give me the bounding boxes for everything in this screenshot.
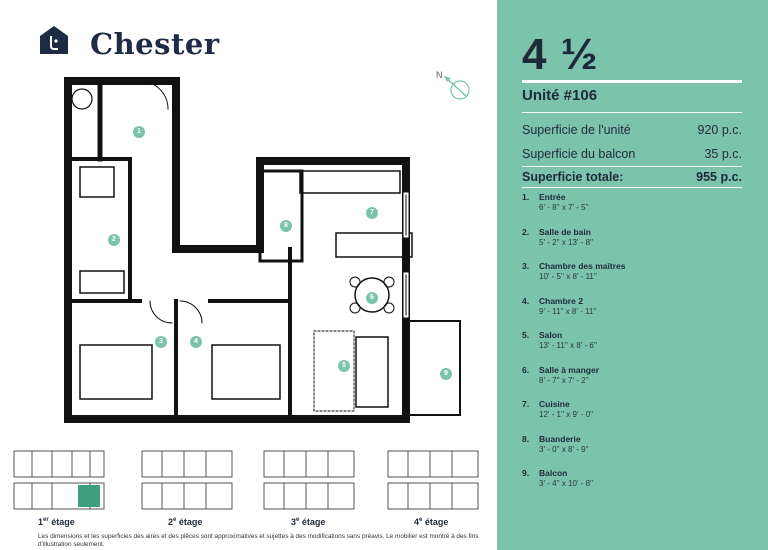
floor-label-4: 4e étage (414, 517, 449, 527)
unit-number-divider (522, 112, 742, 113)
north-arrow: N (434, 70, 474, 106)
floor-label-1: 1er étage (38, 517, 75, 527)
compass-icon (443, 75, 470, 100)
unit-info-panel (497, 0, 768, 550)
plan-badge-7: 7 (366, 207, 378, 219)
floor-thumb-1 (13, 450, 105, 510)
floor-plan-drawing (64, 77, 461, 423)
plan-badge-3: 3 (155, 336, 167, 348)
floor-label-3: 3e étage (291, 517, 326, 527)
chester-logo-icon (40, 26, 68, 54)
floor-label-2: 2e étage (168, 517, 203, 527)
plan-badge-4: 4 (190, 336, 202, 348)
floor-thumb-4 (387, 450, 479, 510)
plan-badge-1: 1 (133, 126, 145, 138)
plan-badge-6: 6 (366, 292, 378, 304)
compass-label: N (436, 70, 443, 80)
floor-thumb-2 (141, 450, 233, 510)
floor-thumb-3 (263, 450, 355, 510)
total-divider (522, 187, 742, 188)
disclaimer-text: Les dimensions et les superficies des ai… (38, 533, 479, 548)
plan-badge-2: 2 (108, 234, 120, 246)
stat-total-area: Superficie totale:955 p.c. (522, 170, 742, 184)
unit-number: Unité #106 (522, 87, 598, 104)
brand-name: Chester (90, 27, 220, 61)
unit-type-title: 4 ½ (522, 30, 599, 79)
plan-badge-5: 5 (338, 360, 350, 372)
stats-divider (522, 166, 742, 167)
floorplan-panel: Chester N (13, 26, 479, 548)
plan-badge-9: 9 (440, 368, 452, 380)
plan-badge-8: 8 (280, 220, 292, 232)
title-divider (522, 80, 742, 83)
